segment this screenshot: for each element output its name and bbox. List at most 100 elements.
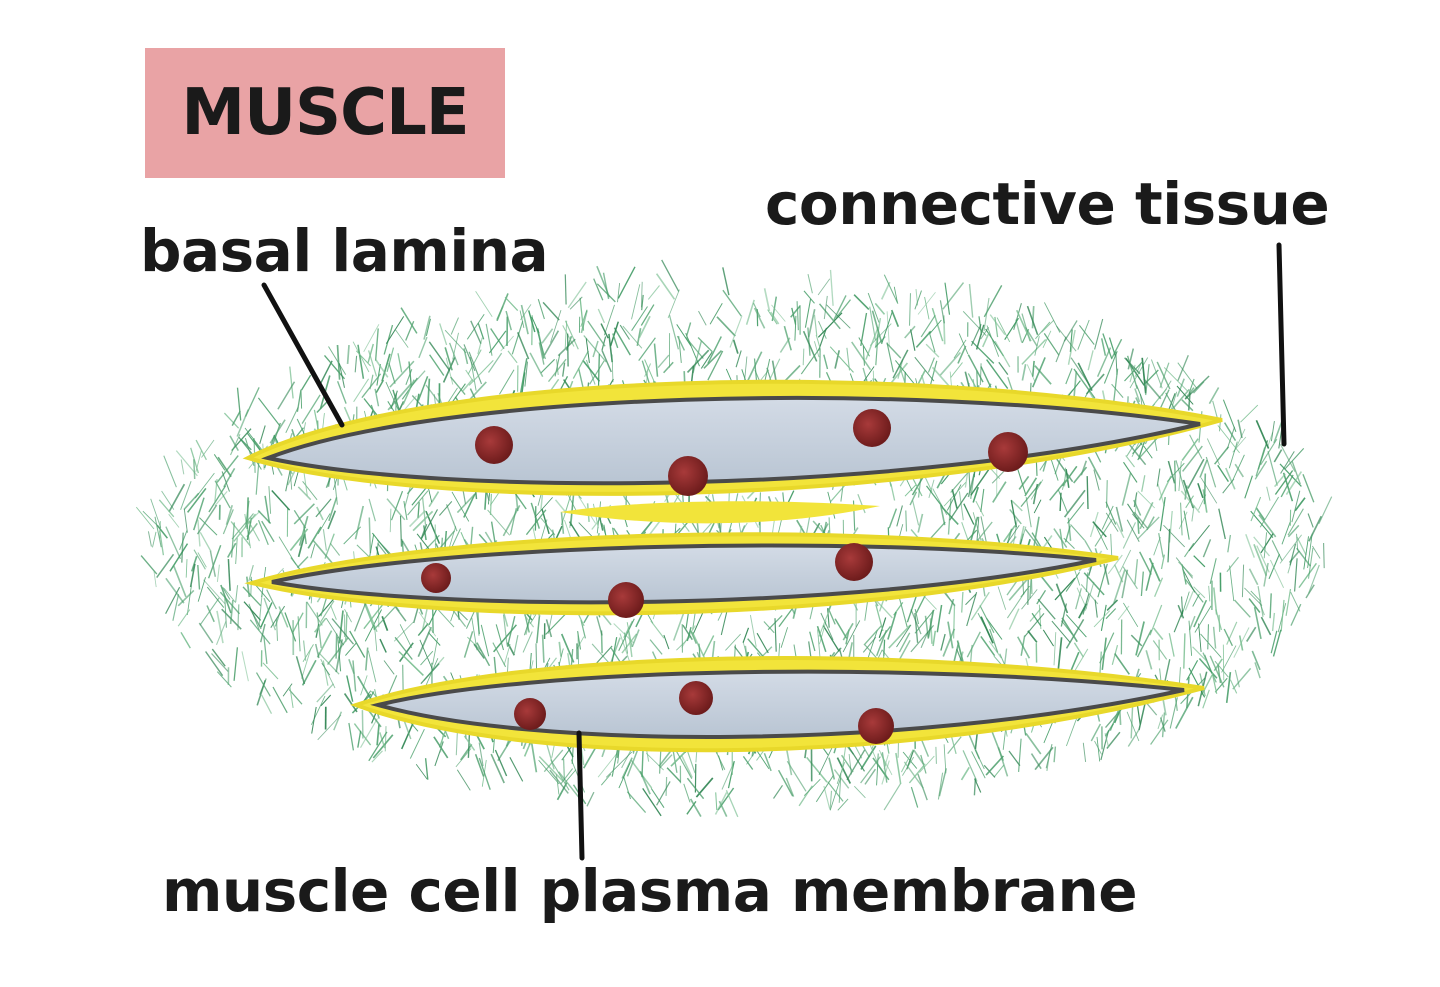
connective-tissue-fiber: [1061, 617, 1078, 643]
connective-tissue-fiber: [489, 492, 499, 506]
connective-tissue-fiber: [802, 330, 818, 362]
connective-tissue-fiber: [1280, 599, 1285, 632]
connective-tissue-fiber: [593, 278, 604, 301]
connective-tissue-fiber: [1188, 378, 1195, 394]
connective-tissue-fiber: [352, 341, 370, 373]
connective-tissue-fiber: [555, 525, 563, 540]
connective-tissue-fiber: [1233, 599, 1251, 618]
connective-tissue-fiber: [1133, 499, 1142, 516]
connective-tissue-fiber: [233, 647, 239, 681]
connective-tissue-fiber: [974, 521, 993, 545]
connective-tissue-fiber: [823, 295, 828, 320]
connective-tissue-fiber: [941, 506, 959, 525]
connective-tissue-fiber: [205, 651, 224, 677]
connective-tissue-fiber: [268, 486, 272, 514]
connective-tissue-fiber: [686, 349, 710, 373]
connective-tissue-fiber: [354, 601, 367, 632]
connective-tissue-fiber: [236, 387, 242, 421]
muscle-cell-3: [370, 669, 1185, 739]
connective-tissue-fiber: [578, 522, 594, 538]
connective-tissue-fiber: [853, 294, 870, 310]
connective-tissue-fiber: [1113, 569, 1126, 604]
connective-tissue-fiber: [989, 314, 1006, 336]
connective-tissue-fiber: [686, 800, 697, 815]
connective-tissue-fiber: [154, 516, 162, 548]
connective-tissue-fiber: [640, 304, 655, 326]
connective-tissue-fiber: [960, 766, 970, 781]
connective-tissue-fiber: [525, 610, 533, 635]
connective-tissue-fiber: [638, 337, 656, 361]
connective-tissue-fiber: [904, 325, 916, 339]
connective-tissue-fiber: [883, 783, 902, 811]
connective-tissue-fiber: [352, 660, 357, 692]
connective-tissue-fiber: [1258, 601, 1265, 616]
connective-tissue-fiber: [1030, 753, 1042, 770]
connective-tissue-fiber: [423, 315, 431, 340]
connective-tissue-fiber: [1154, 577, 1164, 597]
connective-tissue-fiber: [1284, 448, 1305, 470]
connective-tissue-fiber: [828, 757, 836, 780]
connective-tissue-fiber: [1032, 483, 1039, 505]
connective-tissue-fiber: [525, 509, 547, 536]
connective-tissue-fiber: [1202, 652, 1217, 683]
connective-tissue-fiber: [874, 317, 882, 349]
connective-tissue-fiber: [278, 606, 289, 628]
connective-tissue-fiber: [767, 309, 778, 325]
connective-tissue-fiber: [732, 339, 739, 354]
connective-tissue-fiber: [1228, 441, 1238, 469]
connective-tissue-fiber: [763, 621, 775, 634]
connective-tissue-fiber: [1302, 474, 1315, 503]
connective-tissue-fiber: [1234, 463, 1244, 478]
connective-tissue-fiber: [328, 346, 347, 375]
connective-tissue-fiber: [1244, 475, 1253, 499]
connective-tissue-fiber: [564, 320, 579, 350]
connective-tissue-fiber: [322, 660, 329, 686]
connective-tissue-fiber: [997, 747, 1009, 777]
connective-tissue-fiber: [807, 309, 816, 338]
connective-tissue-fiber: [863, 625, 882, 646]
diagram-title: MUSCLE: [181, 76, 469, 150]
connective-tissue-fiber: [1140, 571, 1144, 597]
connective-tissue-fiber: [177, 589, 195, 607]
connective-tissue-fiber: [476, 642, 491, 667]
connective-tissue-fiber: [980, 635, 996, 657]
connective-tissue-fiber: [1271, 540, 1283, 561]
connective-tissue-fiber: [420, 509, 439, 540]
connective-tissue-fiber: [450, 317, 459, 335]
connective-tissue-fiber: [1285, 471, 1303, 496]
connective-tissue-fiber: [914, 290, 922, 310]
connective-tissue-fiber: [1113, 368, 1119, 402]
connective-tissue-fiber: [827, 781, 844, 802]
connective-tissue-fiber: [927, 357, 935, 373]
connective-tissue-fiber: [263, 635, 268, 664]
connective-tissue-fiber: [530, 739, 538, 773]
connective-tissue-fiber: [823, 354, 829, 370]
connective-tissue-fiber: [1193, 586, 1206, 599]
connective-tissue-fiber: [189, 563, 196, 588]
connective-tissue-fiber: [1263, 562, 1269, 587]
connective-tissue-fiber: [585, 338, 590, 363]
connective-tissue-fiber: [433, 736, 449, 759]
connective-tissue-fiber: [402, 379, 415, 405]
connective-tissue-fiber: [1199, 673, 1206, 697]
connective-tissue-fiber: [289, 366, 294, 399]
connective-tissue-fiber: [917, 292, 936, 315]
connective-tissue-fiber: [1254, 460, 1268, 480]
connective-tissue-fiber: [463, 344, 476, 372]
connective-tissue-fiber: [722, 267, 730, 296]
connective-tissue-fiber: [487, 509, 511, 536]
connective-tissue-fiber: [846, 347, 851, 371]
connective-tissue-fiber: [837, 798, 849, 811]
connective-tissue-fiber: [659, 754, 673, 769]
connective-tissue-fiber: [1294, 558, 1298, 592]
connective-tissue-fiber: [663, 361, 674, 374]
connective-tissue-fiber: [150, 498, 162, 529]
connective-tissue-fiber: [1175, 696, 1194, 729]
connective-tissue-fiber: [1291, 490, 1301, 523]
nucleus: [608, 582, 644, 618]
connective-tissue-fiber: [1055, 583, 1069, 614]
connective-tissue-fiber: [363, 398, 379, 418]
connective-tissue-fiber: [1223, 628, 1234, 647]
connective-tissue-fiber: [727, 761, 735, 789]
